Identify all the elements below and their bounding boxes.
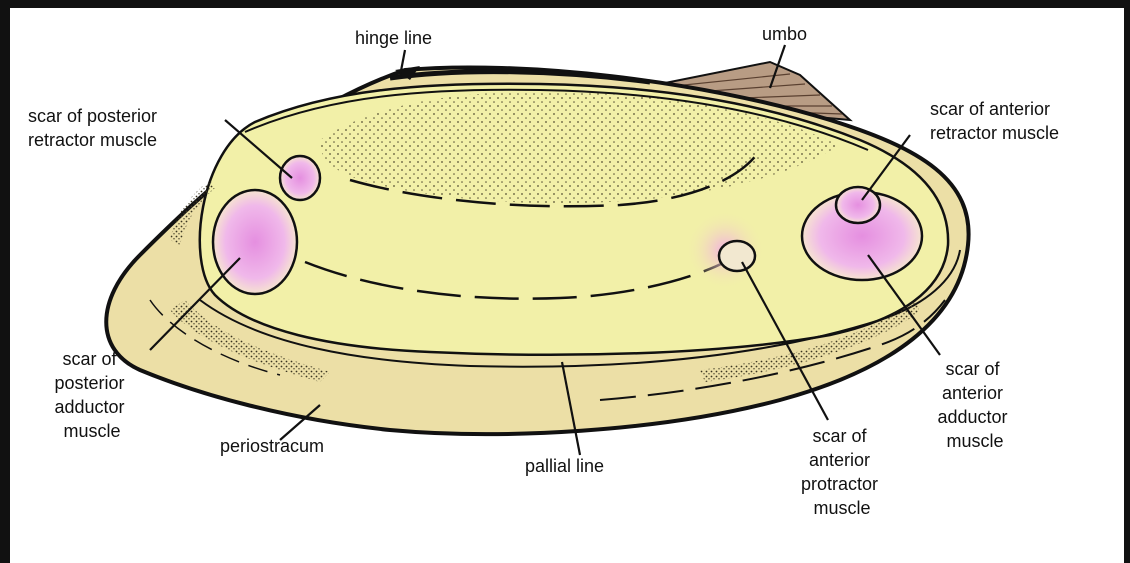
label-posterior-adductor: scar of posterior adductor muscle [54,349,129,441]
label-pallial-line: pallial line [525,456,604,476]
label-umbo: umbo [762,24,807,44]
posterior-adductor-scar [213,190,297,294]
anterior-retractor-scar [836,187,880,223]
label-anterior-protractor: scar of anterior protractor muscle [801,426,883,518]
label-hinge-line: hinge line [355,28,432,48]
label-posterior-retractor: scar of posterior retractor muscle [28,106,162,150]
label-anterior-retractor: scar of anterior retractor muscle [930,99,1059,143]
posterior-retractor-scar [280,156,320,200]
label-periostracum: periostracum [220,436,324,456]
label-anterior-adductor: scar of anterior adductor muscle [937,359,1012,451]
anterior-protractor-scar [719,241,755,271]
